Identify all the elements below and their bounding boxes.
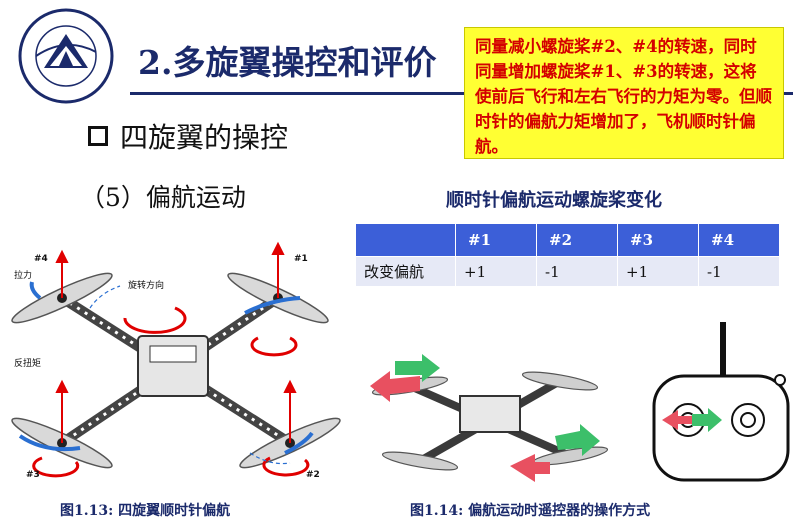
table-header-row: #1 #2 #3 #4 <box>355 223 780 257</box>
figure-caption-left: 图1.13: 四旋翼顺时针偏航 <box>60 503 231 519</box>
square-bullet-icon <box>88 126 108 146</box>
table-header-cell: #2 <box>536 223 618 257</box>
propeller-label-3: #3 <box>26 470 40 480</box>
counter-torque-label: 反扭矩 <box>14 359 42 369</box>
table-cell: +1 <box>617 256 699 287</box>
table-header-cell: #3 <box>617 223 699 257</box>
explanation-note: 同量减小螺旋桨#2、#4的转速，同时同量增加螺旋桨#1、#3的转速，这将使前后飞… <box>464 27 784 159</box>
table-cell: 改变偏航 <box>355 256 456 287</box>
propeller-label-4: #4 <box>34 254 48 264</box>
page-title: 2.多旋翼操控和评价 <box>138 43 437 82</box>
propeller-label-1: #1 <box>294 254 308 264</box>
table-cell: -1 <box>536 256 618 287</box>
propeller-change-table: #1 #2 #3 #4 改变偏航 +1 -1 +1 -1 <box>355 223 780 287</box>
table-title: 顺时针偏航运动螺旋桨变化 <box>446 190 662 211</box>
lift-label: 拉力 <box>14 271 33 281</box>
title-bar: 2.多旋翼操控和评价 <box>120 22 793 95</box>
university-logo <box>14 6 118 106</box>
table-header-cell: #1 <box>455 223 537 257</box>
subsection-heading: （5）偏航运动 <box>80 183 246 212</box>
propeller-label-2: #2 <box>306 470 320 480</box>
table-header-cell <box>355 223 456 257</box>
rotation-direction-label: 旋转方向 <box>128 281 165 291</box>
figure-caption-right: 图1.14: 偏航运动时遥控器的操作方式 <box>410 503 651 519</box>
title-underline <box>130 92 793 95</box>
section-heading: 四旋翼的操控 <box>88 116 288 156</box>
table-cell: +1 <box>455 256 537 287</box>
table-cell: -1 <box>698 256 780 287</box>
quadrotor-perspective-image <box>360 336 630 496</box>
table-header-cell: #4 <box>698 223 780 257</box>
quadrotor-yaw-diagram: #4 #1 #3 #2 拉力 旋转方向 反扭矩 <box>0 238 352 500</box>
remote-controller-image <box>648 316 793 486</box>
table-row: 改变偏航 +1 -1 +1 -1 <box>355 256 780 287</box>
section-heading-text: 四旋翼的操控 <box>120 121 289 154</box>
